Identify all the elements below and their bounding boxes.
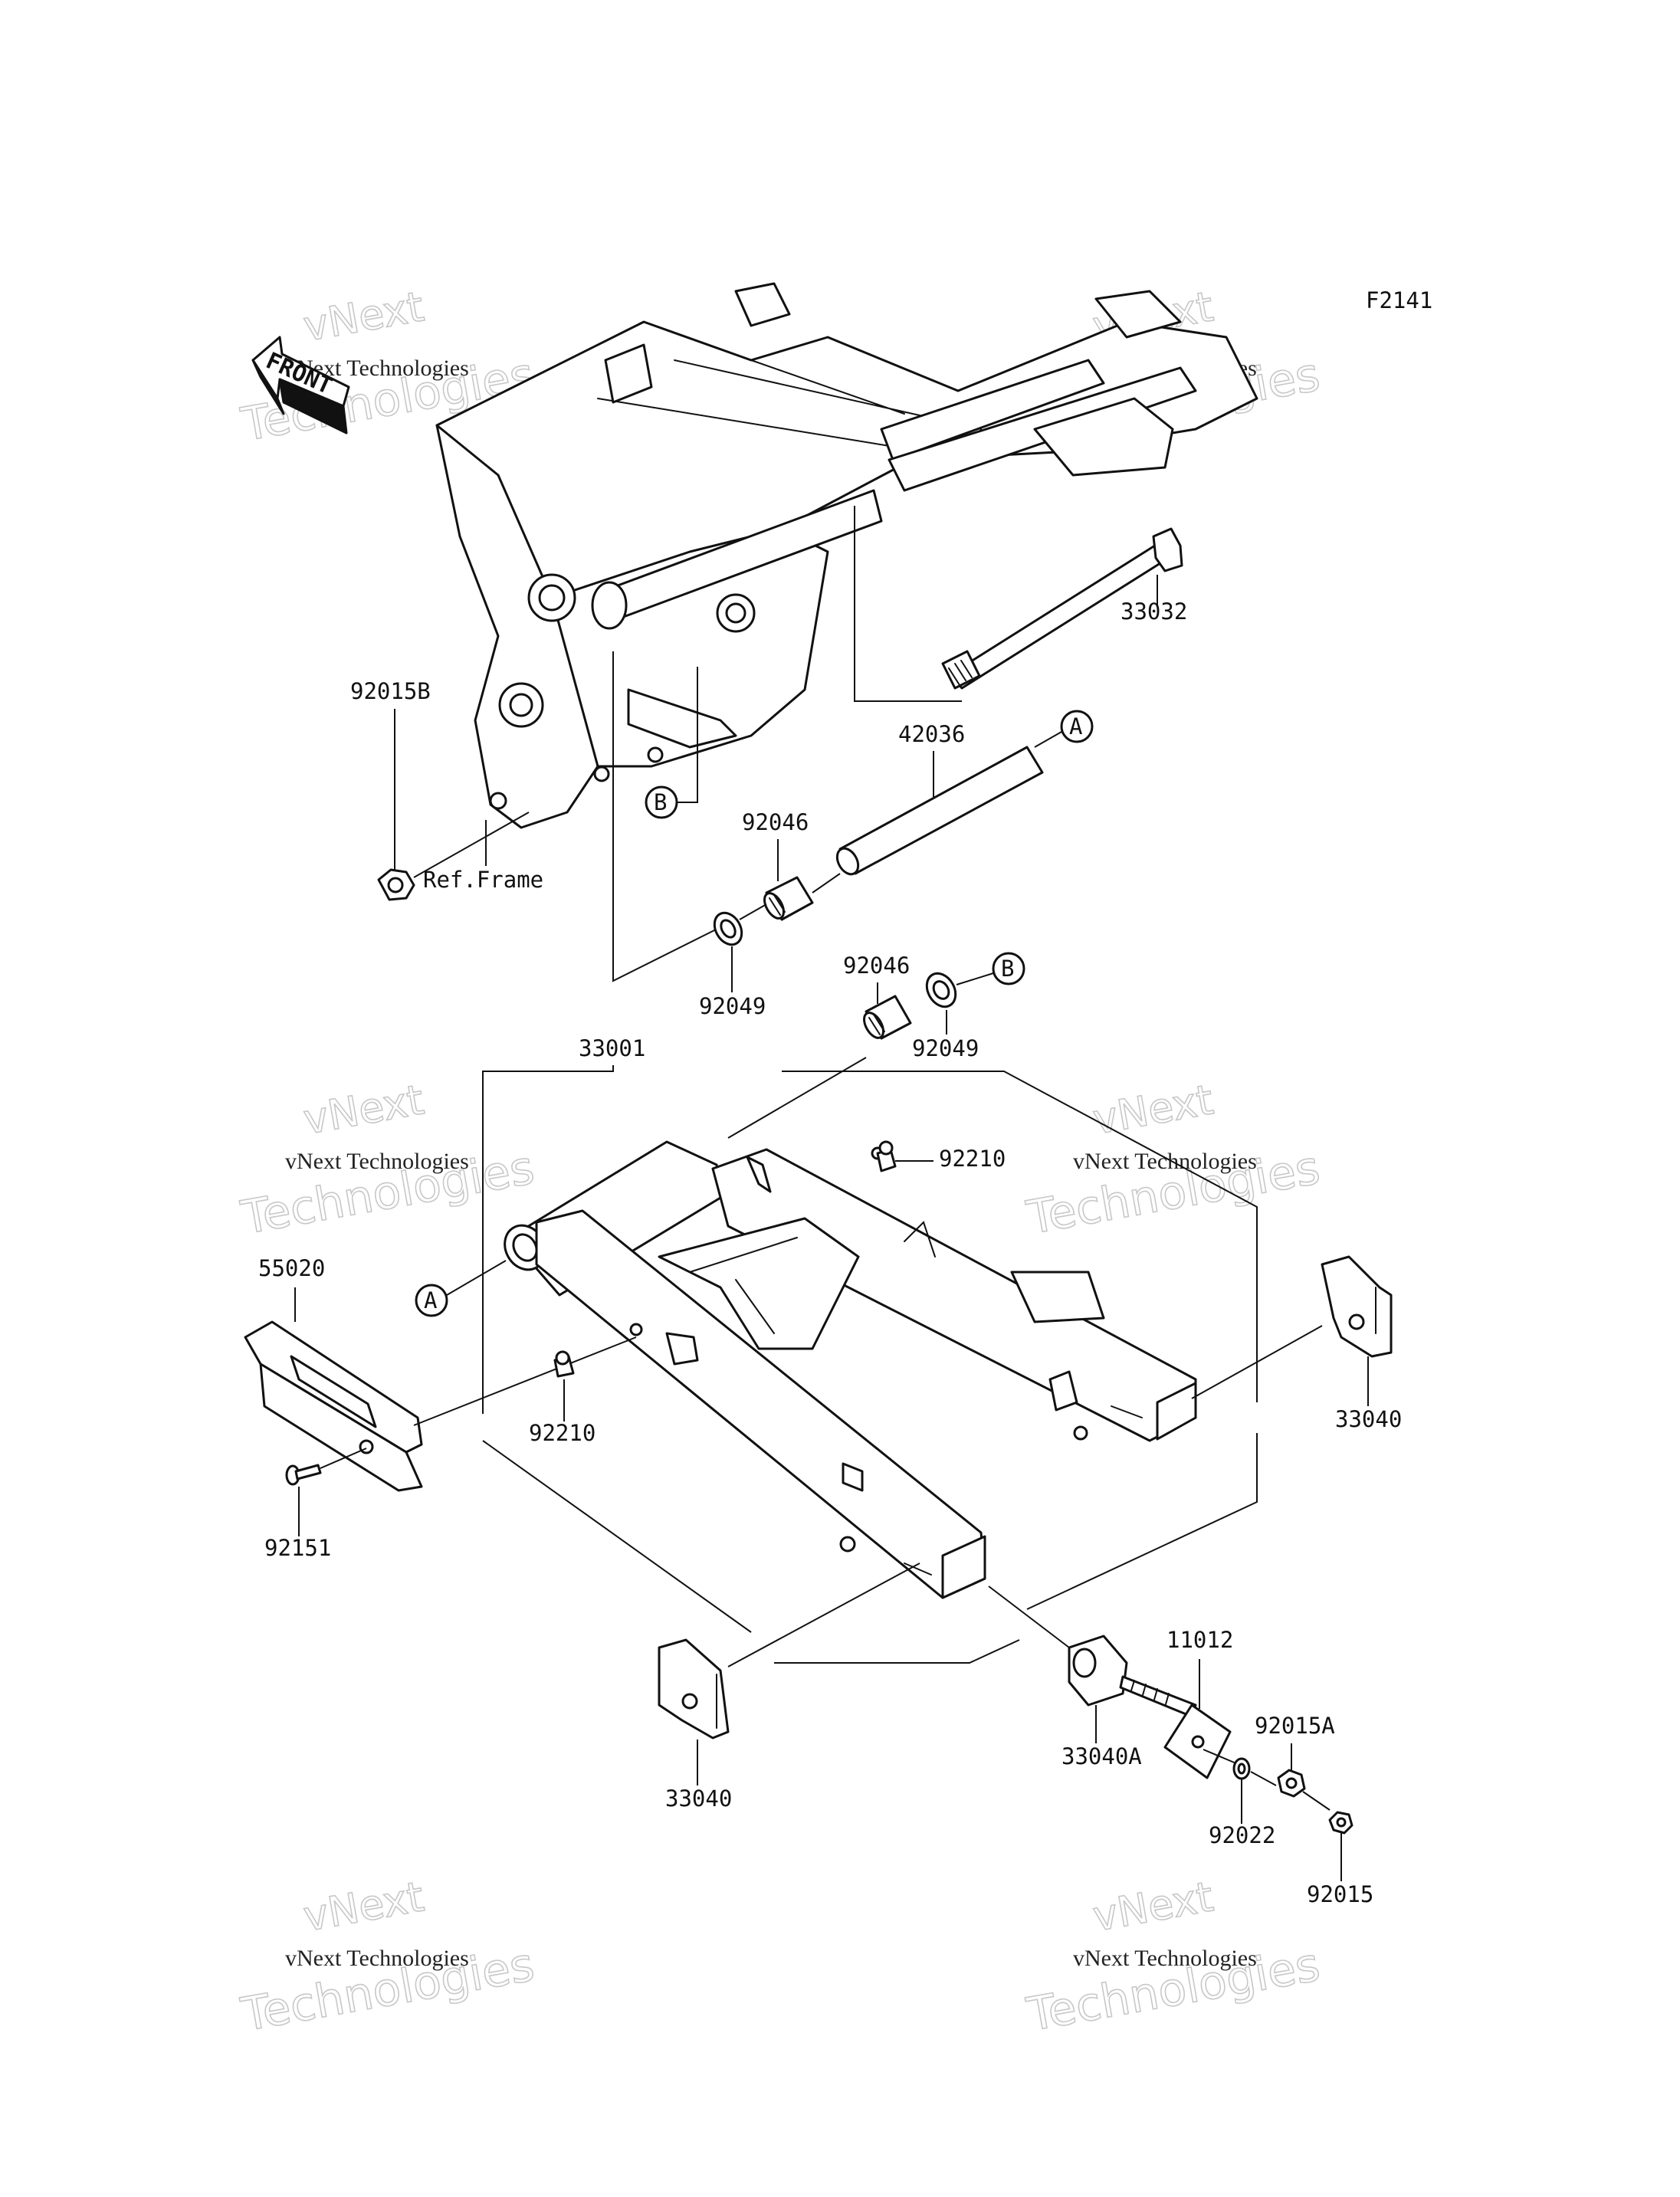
- callout-92049-lower: 92049: [912, 1035, 979, 1061]
- callout-92046-lower: 92046: [843, 953, 910, 979]
- callout-92022: 92022: [1209, 1822, 1275, 1848]
- callout-55020: 55020: [258, 1255, 325, 1281]
- marker-A-upper-text: A: [1069, 713, 1082, 739]
- part-92015B-nut: [377, 868, 415, 901]
- watermark-middle-right: vNext vNext Technologies Technologies: [1022, 1075, 1324, 1246]
- callout-33040-bottom: 33040: [665, 1785, 732, 1812]
- marker-B-lower: B: [992, 952, 1025, 985]
- marker-B-lower-text: B: [1001, 956, 1014, 982]
- callout-92049-upper: 92049: [699, 993, 766, 1019]
- callout-92015: 92015: [1307, 1881, 1373, 1907]
- label-ref-frame: Ref.Frame: [423, 867, 543, 893]
- part-92046-bearing-lower: [863, 995, 912, 1040]
- watermark-bottom-left: vNext vNext Technologies Technologies: [237, 1872, 539, 2043]
- part-33040A-adjuster-block: [1068, 1635, 1197, 1718]
- marker-A-upper: A: [1060, 710, 1094, 743]
- marker-A-lower-text: A: [424, 1287, 437, 1313]
- part-33032-pivot-shaft: [941, 527, 1183, 690]
- part-55020-chain-slider: [244, 1320, 423, 1492]
- marker-B-upper: B: [645, 785, 678, 819]
- callout-33040-right: 33040: [1335, 1406, 1402, 1432]
- watermark-outline-top: vNext: [300, 282, 427, 350]
- watermark-text: vNext Technologies: [285, 1149, 469, 1174]
- watermark-outline-top: vNext: [1089, 1075, 1216, 1143]
- watermark-outline-top: vNext: [1089, 1872, 1216, 1940]
- callout-42036: 42036: [898, 721, 965, 747]
- part-92049-seal-lower: [925, 972, 957, 1008]
- part-92015A-nut: [1277, 1769, 1306, 1798]
- callout-33032: 33032: [1121, 598, 1187, 625]
- callout-92015A: 92015A: [1255, 1713, 1335, 1739]
- part-92049-seal-upper: [713, 911, 743, 946]
- watermark-text: vNext Technologies: [1073, 1149, 1257, 1174]
- part-33040-adjuster-bottom: [658, 1638, 730, 1740]
- part-33001-swingarm: [504, 1140, 1197, 1599]
- watermark-text: vNext Technologies: [285, 1946, 469, 1971]
- callout-11012: 11012: [1166, 1627, 1233, 1653]
- part-33040-adjuster-right: [1321, 1255, 1393, 1358]
- figure-code: F2141: [1366, 287, 1432, 313]
- frame-assembly: [435, 282, 1258, 829]
- callout-92046-upper: 92046: [742, 809, 809, 835]
- watermark-bottom-right: vNext vNext Technologies Technologies: [1022, 1872, 1324, 2043]
- part-92015-nut: [1328, 1811, 1354, 1835]
- marker-A-lower: A: [415, 1284, 448, 1317]
- callout-92015B: 92015B: [350, 678, 431, 704]
- callout-33001: 33001: [579, 1035, 645, 1061]
- marker-B-upper-text: B: [654, 789, 667, 815]
- callout-92151: 92151: [264, 1535, 331, 1561]
- part-92151-bolt: [285, 1464, 322, 1486]
- part-92046-bearing-upper: [763, 876, 814, 921]
- watermark-middle-left: vNext vNext Technologies Technologies: [237, 1075, 539, 1246]
- part-92210-lower-nipple: [553, 1350, 575, 1378]
- watermark-outline-top: vNext: [300, 1075, 427, 1143]
- callout-92210-upper: 92210: [939, 1146, 1006, 1172]
- part-11012-plate: [1163, 1703, 1232, 1779]
- callout-33040A: 33040A: [1061, 1743, 1142, 1769]
- part-92022-washer: [1232, 1757, 1251, 1780]
- callout-92210-lower: 92210: [529, 1420, 596, 1446]
- part-42036-collar: [835, 746, 1044, 876]
- watermark-text: vNext Technologies: [1073, 1946, 1257, 1971]
- watermark-outline-top: vNext: [300, 1872, 427, 1940]
- part-92210-upper-nipple: [876, 1140, 897, 1172]
